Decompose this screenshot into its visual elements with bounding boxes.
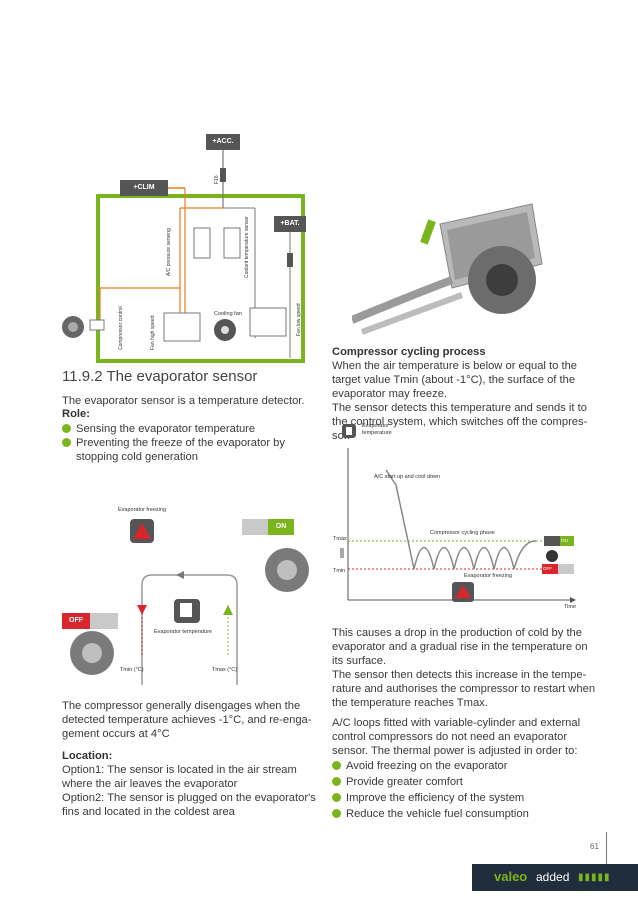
location-line-4: fins and located in the coldest area bbox=[62, 806, 235, 818]
fan-high-label: Fan high speed bbox=[150, 315, 156, 350]
fan-low-label: Fan low speed bbox=[296, 303, 302, 336]
bat-box bbox=[274, 216, 306, 232]
graph-start-label: A/C start up and cool down bbox=[374, 474, 441, 480]
para3-line-2: control compressors do not need an evapo… bbox=[332, 731, 568, 743]
compressor-para-line-3: gement occurs at 4°C bbox=[62, 728, 170, 740]
page-number: 61 bbox=[590, 842, 599, 851]
clim-label: +CLIM bbox=[133, 184, 155, 191]
graph-off-label: OFF bbox=[543, 566, 552, 571]
right-bullet-4: Reduce the vehicle fuel consumption bbox=[332, 808, 529, 822]
graph-ylabel-1: Evaporator bbox=[362, 423, 389, 429]
footer-brand-bar: valeo added ▮▮▮▮▮ bbox=[472, 864, 638, 891]
footer-divider bbox=[606, 832, 607, 876]
coolant-temp-label: Coolant temperature sensor bbox=[244, 216, 250, 278]
bullet-dot bbox=[332, 777, 341, 786]
bullet-dot bbox=[332, 793, 341, 802]
bat-label: +BAT. bbox=[280, 220, 300, 227]
process-line-5: the control system, which switches off t… bbox=[332, 416, 588, 428]
process-line-4: The sensor detects this temperature and … bbox=[332, 402, 587, 414]
graph-time-label: Time bbox=[564, 604, 577, 610]
para2-line-5: rature and authorises the compressor to … bbox=[332, 683, 596, 695]
clim-box bbox=[120, 180, 168, 196]
para2-line-6: the temperature reaches Tmax. bbox=[332, 697, 488, 709]
para3-line-1: A/C loops fitted with variable-cylinder … bbox=[332, 717, 581, 729]
diagram-off-label: OFF bbox=[69, 617, 83, 624]
graph-ylabel-2: temperature bbox=[362, 430, 392, 436]
brand-suffix: added bbox=[536, 870, 570, 884]
process-title: Compressor cycling process bbox=[332, 346, 486, 358]
role-bullet-2-cont: stopping cold generation bbox=[76, 451, 198, 463]
compressor-para-line-2: detected temperature achieves -1°C, and … bbox=[62, 714, 312, 726]
process-line-1: When the air temperature is below or equ… bbox=[332, 360, 578, 372]
role-label: Role: bbox=[62, 408, 90, 420]
right-bullet-2: Provide greater comfort bbox=[332, 776, 463, 790]
fuse-label: F16 bbox=[214, 175, 220, 184]
para2-line-2: evaporator and a gradual rise in the tem… bbox=[332, 641, 588, 653]
ac-pressure-label: A/C pressure sensing bbox=[166, 228, 172, 276]
evaporator-blower-illustration bbox=[350, 200, 558, 340]
para2-line-1: This causes a drop in the production of … bbox=[332, 627, 583, 639]
right-bullet-1: Avoid freezing on the evaporator bbox=[332, 760, 508, 774]
graph-cycling-label: Compressor cycling phase bbox=[430, 530, 495, 536]
process-line-2: target value Tmin (about -1°C), the surf… bbox=[332, 374, 576, 386]
intro-text: The evaporator sensor is a temperature d… bbox=[62, 395, 305, 407]
diagram-evap-temp-label: Evaporator temperature bbox=[154, 629, 213, 635]
process-line-3: evaporator may freeze. bbox=[332, 388, 448, 400]
location-line-1: Option1: The sensor is located in the ai… bbox=[62, 764, 297, 776]
graph-freezing-label: Evaporator freezing bbox=[464, 573, 512, 579]
para2-line-4: The sensor then detects this increase in… bbox=[332, 669, 587, 681]
cooling-fan-label: Cooling fan bbox=[214, 311, 242, 317]
graph-tmin-label: Tmin bbox=[333, 568, 346, 574]
graph-on-label: ON bbox=[561, 538, 568, 543]
location-line-2: where the air leaves the evaporator bbox=[62, 778, 238, 790]
graph-tmax-label: Tmax bbox=[333, 536, 347, 542]
wiring-diagram: +ACC. +CLIM +BAT. F16 A/C pressure sensi… bbox=[60, 128, 315, 368]
acc-box bbox=[206, 134, 240, 150]
compressor-control-label: Compressor control bbox=[118, 306, 124, 350]
diagram-freezing-label: Evaporator freezing bbox=[118, 507, 166, 513]
section-title: 11.9.2 The evaporator sensor bbox=[62, 368, 258, 385]
cycling-graph: Evaporator temperature A/C start up and … bbox=[333, 420, 578, 615]
brand-bars-icon: ▮▮▮▮▮ bbox=[578, 872, 611, 883]
bullet-dot bbox=[62, 424, 71, 433]
location-label: Location: bbox=[62, 750, 113, 762]
diagram-tmax-label: Tmax (°C) bbox=[212, 667, 238, 673]
wiring-frame bbox=[96, 194, 305, 363]
role-bullet-1: Sensing the evaporator temperature bbox=[62, 423, 255, 437]
diagram-on-label: ON bbox=[275, 523, 287, 530]
para2-line-3: its surface. bbox=[332, 655, 387, 667]
right-bullet-3: Improve the efficiency of the system bbox=[332, 792, 524, 806]
brand-name: valeo bbox=[494, 869, 528, 884]
location-line-3: Option2: The sensor is plugged on the ev… bbox=[62, 792, 316, 804]
role-bullet-2: Preventing the freeze of the evaporator … bbox=[62, 437, 285, 451]
diagram-tmin-label: Tmin (°C) bbox=[120, 667, 144, 673]
bullet-dot bbox=[332, 809, 341, 818]
evaporator-sensor-diagram: Evaporator freezing ON OFF Evaporator te… bbox=[62, 505, 342, 685]
bullet-dot bbox=[62, 438, 71, 447]
acc-label: +ACC. bbox=[212, 138, 234, 145]
compressor-para-line-1: The compressor generally disengages when… bbox=[62, 700, 301, 712]
bullet-dot bbox=[332, 761, 341, 770]
para3-line-3: sensor. The thermal power is adjusted in… bbox=[332, 745, 578, 757]
wiring-svg bbox=[62, 134, 306, 363]
